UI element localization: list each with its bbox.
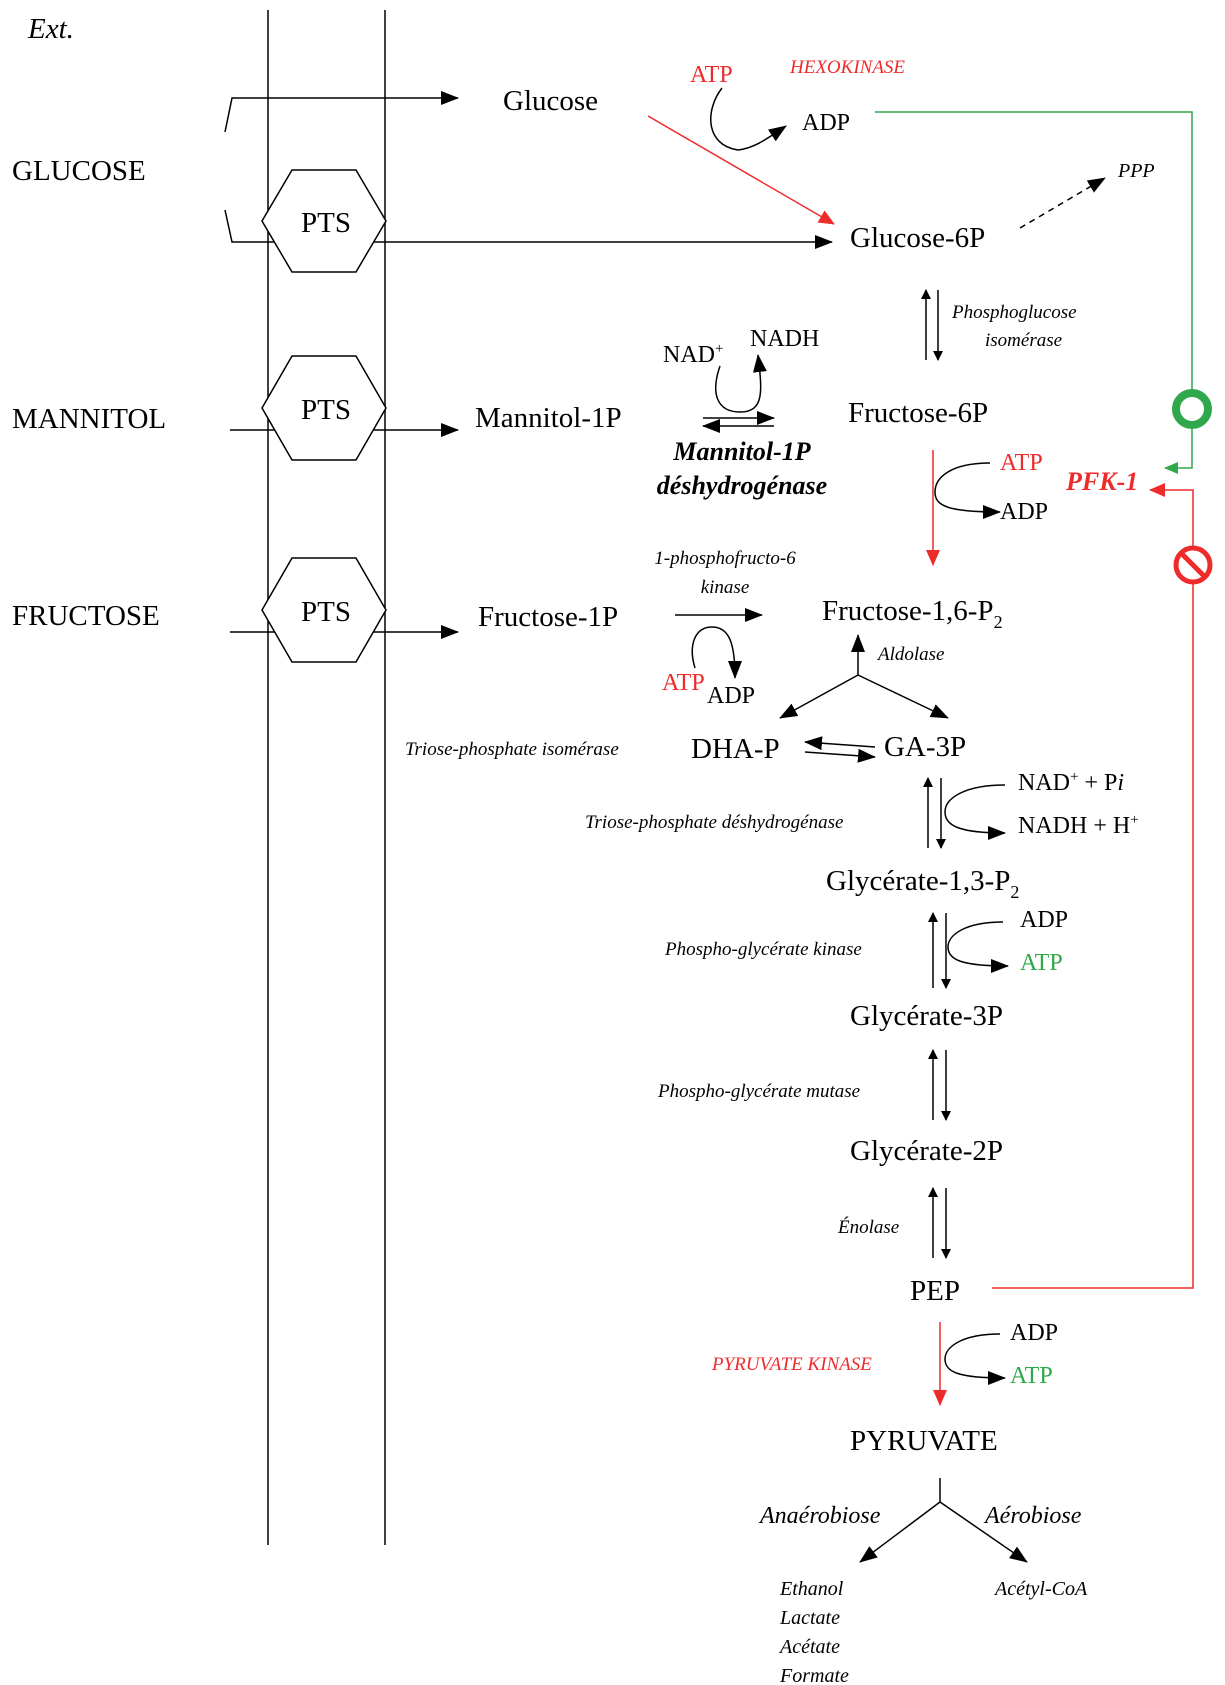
nadh-gapdh: NADH + H+ <box>1018 812 1139 839</box>
activation-icon <box>1172 389 1212 429</box>
pts-label-fructose: PTS <box>301 596 351 628</box>
pfk1p-label-2: kinase <box>701 577 750 598</box>
hexokinase-cofactor-arrow <box>710 87 787 151</box>
g13p-node: Glycérate-1,3-P2 <box>826 865 1019 902</box>
pyruvate-kinase-label: PYRUVATE KINASE <box>711 1354 872 1375</box>
anaerobiose-label: Anaérobiose <box>758 1503 881 1529</box>
pfk-label: PFK-1 <box>1065 467 1138 496</box>
gapdh-label: Triose-phosphate déshydrogénase <box>585 812 843 833</box>
adp-activation-line <box>875 111 1193 474</box>
tpi-label: Triose-phosphate isomérase <box>405 739 619 760</box>
hexokinase-label: HEXOKINASE <box>789 57 905 78</box>
ga3p-node: GA-3P <box>884 731 966 763</box>
atp-f1p: ATP <box>662 670 705 696</box>
anaerobic-arrow <box>859 1501 941 1563</box>
pfk1p-label-1: 1-phosphofructo-6 <box>654 548 796 569</box>
g2p-node: Glycérate-2P <box>850 1135 1003 1167</box>
aldolase-to-dhap-arrow <box>779 674 859 719</box>
g6p-node: Glucose-6P <box>850 222 985 254</box>
atp-pfk: ATP <box>1000 450 1043 476</box>
f6p-node: Fructose-6P <box>848 397 988 429</box>
inhibition-icon-slash <box>1179 551 1207 579</box>
acetylcoa-label: Acétyl-CoA <box>993 1578 1088 1600</box>
pts-label-glucose: PTS <box>301 207 351 239</box>
pyruvate-node: PYRUVATE <box>850 1425 998 1457</box>
aerobiose-label: Aérobiose <box>983 1503 1082 1529</box>
pts-label-mannitol: PTS <box>301 394 351 426</box>
g3p-node: Glycérate-3P <box>850 1000 1003 1032</box>
nad-gapdh: NAD+ + Pi <box>1018 769 1124 796</box>
fructose-ext-label: FRUCTOSE <box>12 600 160 632</box>
mannitol-ext-label: MANNITOL <box>12 403 166 435</box>
pgi-label-1: Phosphoglucose <box>951 302 1077 323</box>
lactate-label: Lactate <box>779 1607 840 1629</box>
glucose-direct-arrow <box>224 91 459 133</box>
glucose-ext-label: GLUCOSE <box>12 155 146 187</box>
ppp-dashed-arrow <box>1019 177 1106 229</box>
dhap-node: DHA-P <box>691 733 780 765</box>
nadh-mannitol: NADH <box>750 326 819 352</box>
tpi-to-dhap-arrow <box>804 736 876 751</box>
nad-mannitol: NAD+ <box>663 341 723 368</box>
ppp-label: PPP <box>1117 160 1155 182</box>
atp-hexokinase: ATP <box>690 62 733 88</box>
pgi-label-2: isomérase <box>985 330 1062 351</box>
glucose-node: Glucose <box>503 85 598 117</box>
pfk-cofactor-arrow <box>934 462 1001 519</box>
mannitol1p-node: Mannitol-1P <box>475 402 622 434</box>
adp-hexokinase: ADP <box>802 110 850 136</box>
pts-hexagon-glucose <box>261 169 387 273</box>
enolase-label: Énolase <box>837 1216 899 1238</box>
pts-hexagon-mannitol <box>261 355 387 461</box>
pts-hexagon-fructose <box>261 557 387 663</box>
pfk1p-cofactor-arrow <box>691 626 742 679</box>
atp-pk: ATP <box>1010 1363 1053 1389</box>
adp-pk: ADP <box>1010 1320 1058 1346</box>
pep-node: PEP <box>910 1275 960 1307</box>
adp-f1p: ADP <box>707 683 755 709</box>
pk-cofactor-arrow <box>944 1333 1006 1385</box>
ext-label: Ext. <box>27 13 74 45</box>
ethanol-label: Ethanol <box>779 1578 844 1600</box>
tpi-to-ga3p-arrow <box>804 748 876 763</box>
adp-pfk: ADP <box>1000 499 1048 525</box>
fructose1p-node: Fructose-1P <box>478 601 618 633</box>
f16p-node: Fructose-1,6-P2 <box>822 595 1003 632</box>
adp-pgk: ADP <box>1020 907 1068 933</box>
aerobic-arrow <box>939 1501 1028 1563</box>
mannitol-cofactor-arrow <box>715 354 767 413</box>
pgk-cofactor-arrow <box>947 921 1009 973</box>
m1pdh-label-1: Mannitol-1P <box>672 437 811 466</box>
hexokinase-arrow <box>647 115 835 225</box>
acetate-label: Acétate <box>778 1636 840 1658</box>
gapdh-cofactor-arrow <box>944 784 1006 840</box>
pgm-label: Phospho-glycérate mutase <box>657 1081 860 1102</box>
m1pdh-label-2: déshydrogénase <box>657 471 827 500</box>
aldolase-label: Aldolase <box>876 644 945 665</box>
pep-inhibition-line <box>992 483 1194 1289</box>
atp-pgk: ATP <box>1020 950 1063 976</box>
formate-label: Formate <box>779 1665 849 1685</box>
pgk-label: Phospho-glycérate kinase <box>664 939 862 960</box>
glucose-pts-arrow <box>224 209 833 249</box>
aldolase-to-ga3p-arrow <box>857 674 949 719</box>
